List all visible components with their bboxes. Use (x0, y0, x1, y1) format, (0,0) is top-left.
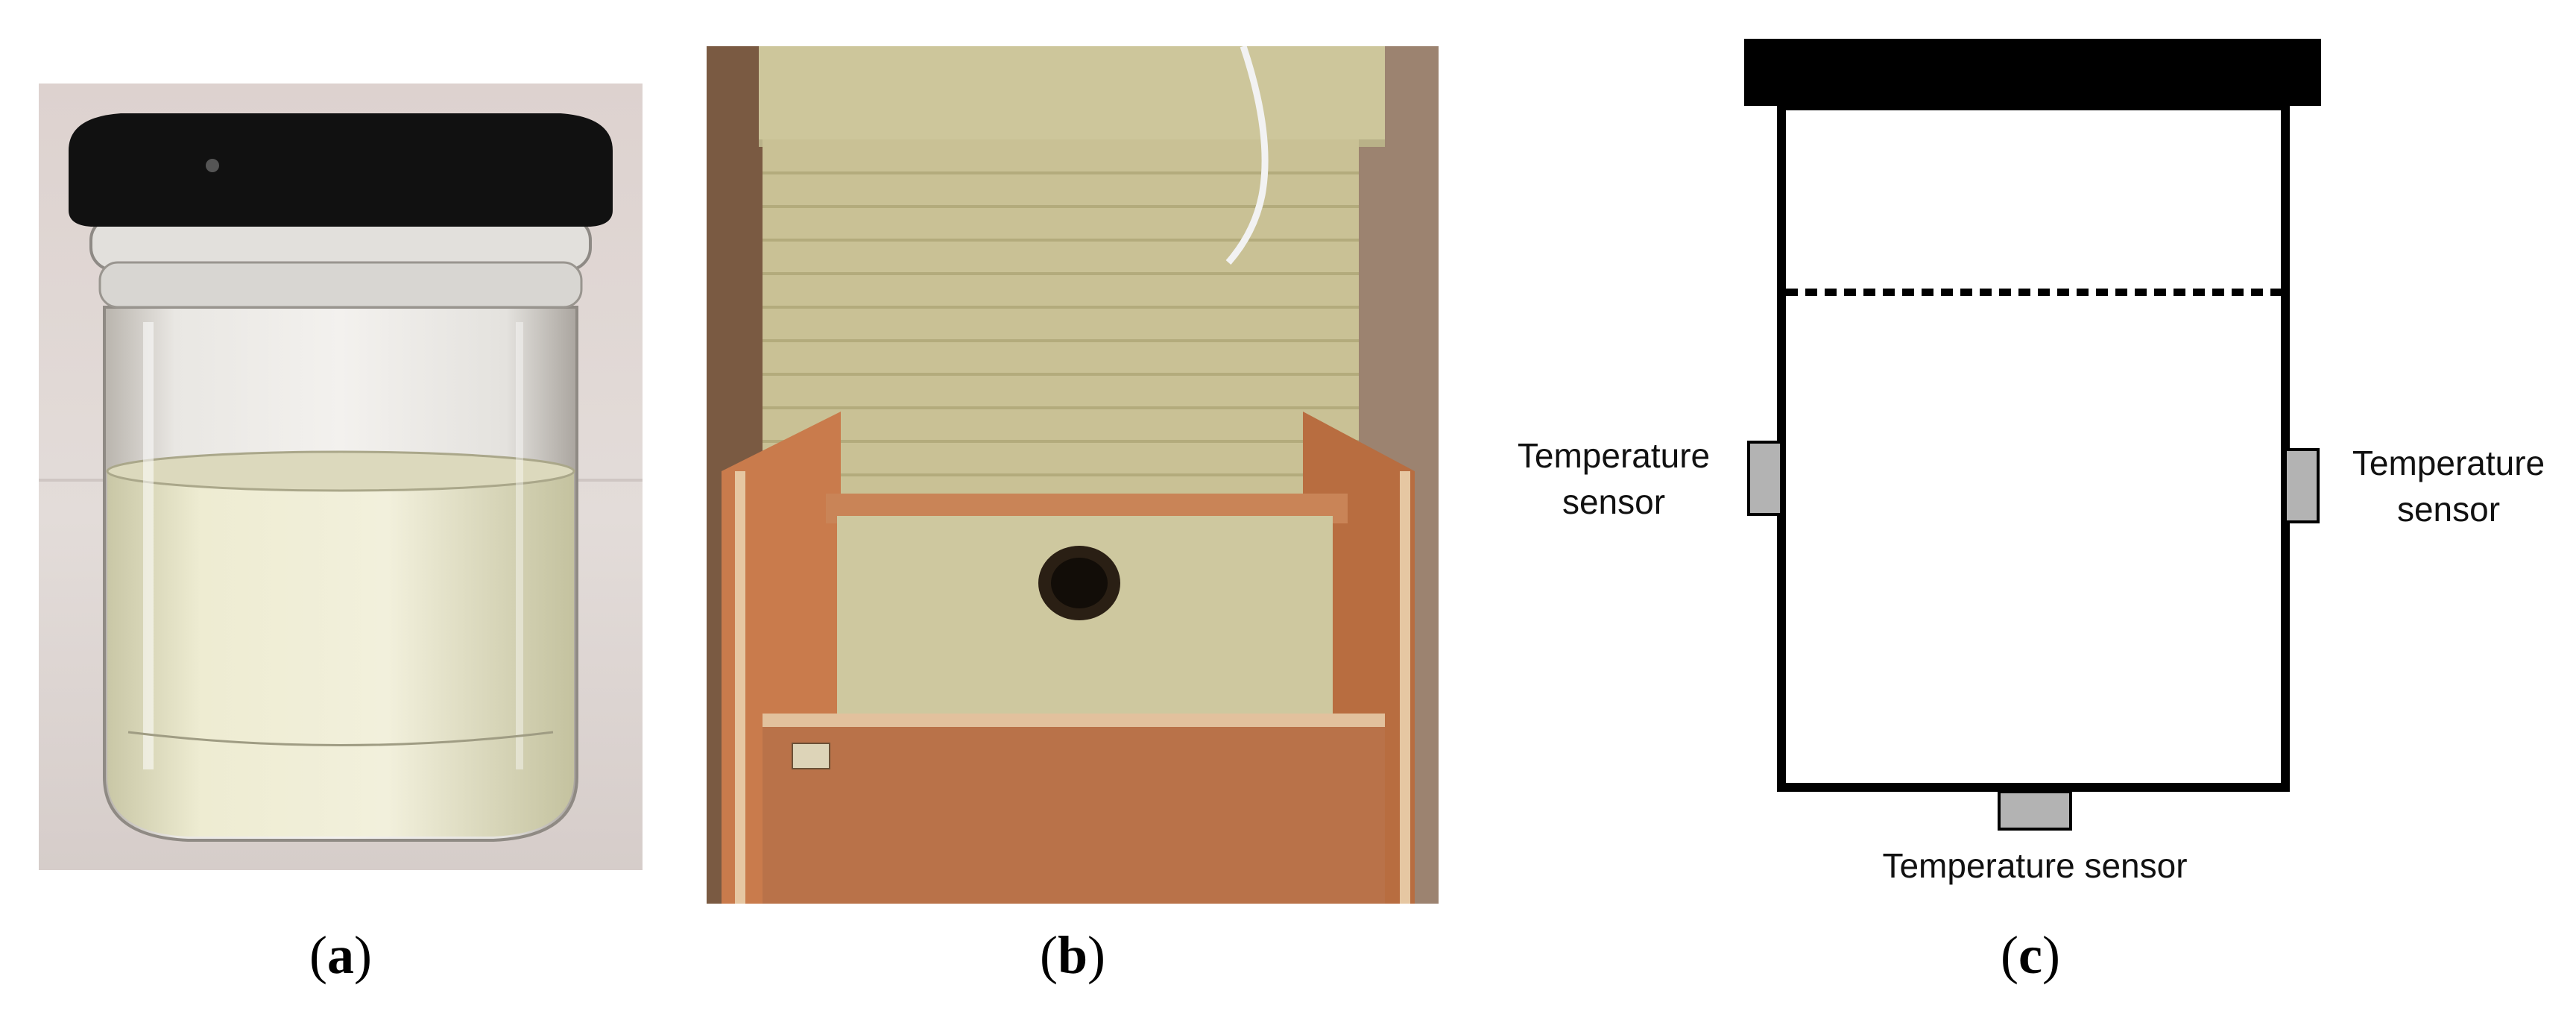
caption-a-letter: a (327, 925, 354, 985)
photo-jar (39, 84, 643, 870)
caption-a: (a) (229, 925, 452, 986)
label-sensor-left-line1: Temperature (1517, 436, 1711, 475)
label-sensor-right-line2: sensor (2396, 490, 2501, 529)
jar-lid (1744, 39, 2321, 106)
label-sensor-right: Temperature sensor (2326, 440, 2572, 532)
caption-b-letter: b (1057, 925, 1088, 985)
photo-insulated-box (707, 46, 1439, 904)
caption-b-open: ( (1039, 925, 1058, 985)
label-sensor-right-line1: Temperature (2352, 444, 2545, 482)
sensor-schematic: Temperature sensor Temperature sensor Te… (1491, 30, 2576, 910)
caption-c: (c) (1919, 925, 2142, 986)
jar-illustration (39, 84, 643, 870)
caption-c-close: ) (2042, 925, 2060, 985)
label-sensor-left-line2: sensor (1562, 482, 1666, 521)
caption-b-close: ) (1087, 925, 1105, 985)
sensor-right (2284, 448, 2320, 523)
sensor-bottom (1998, 790, 2072, 831)
caption-c-open: ( (2001, 925, 2019, 985)
caption-a-open: ( (309, 925, 327, 985)
schematic-drawing (1744, 39, 2321, 831)
jar-outline (1777, 101, 2290, 792)
caption-c-letter: c (2018, 925, 2042, 985)
label-sensor-left: Temperature sensor (1491, 432, 1737, 525)
box-illustration (707, 46, 1439, 904)
sensor-left (1747, 441, 1783, 516)
caption-a-close: ) (354, 925, 372, 985)
label-sensor-bottom: Temperature sensor (1882, 846, 2188, 885)
caption-b: (b) (961, 925, 1184, 986)
